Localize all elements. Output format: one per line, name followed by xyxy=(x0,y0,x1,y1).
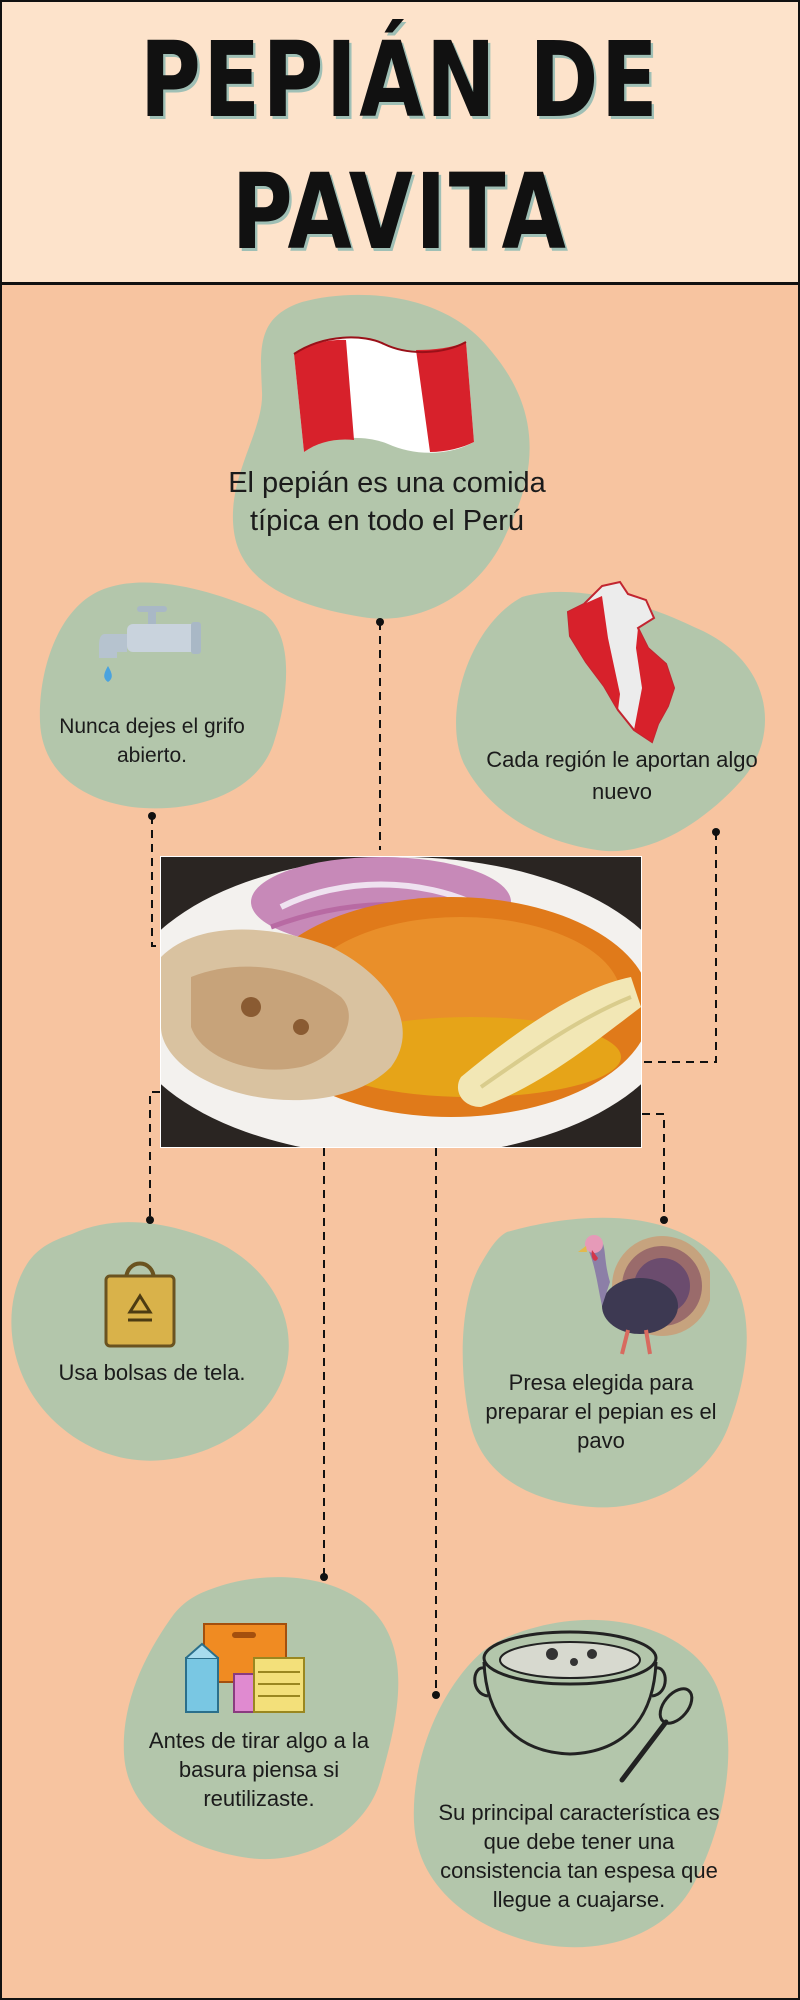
card-bags-text: Usa bolsas de tela. xyxy=(58,1360,246,1385)
peru-map-icon xyxy=(566,580,676,744)
turkey-icon xyxy=(578,1235,710,1355)
blob-reuse xyxy=(123,1577,399,1860)
cloth-bag-icon xyxy=(104,1261,176,1348)
connector-turkey xyxy=(642,1113,665,1220)
connector-tap xyxy=(151,816,162,947)
recycle-boxes-icon xyxy=(185,1623,305,1713)
header-banner: PEPIÁN DE PAVITA xyxy=(2,2,798,285)
connector-lines xyxy=(149,622,717,1695)
card-reuse-text: Antes de tirar algo a la basura piensa s… xyxy=(148,1728,370,1811)
connector-dots xyxy=(146,618,720,1699)
card-tap-text: Nunca dejes el grifo abierto. xyxy=(59,715,245,767)
connector-regions xyxy=(642,832,717,1063)
water-tap-icon xyxy=(99,606,201,682)
card-intro-text: El pepián es una comida típica en todo e… xyxy=(228,467,546,537)
card-turkey-text: Presa elegida para preparar el pepian es… xyxy=(485,1370,717,1453)
pepian-dish-photo xyxy=(160,856,642,1148)
soup-bowl-icon xyxy=(473,1630,694,1783)
card-regions-text: Cada región le aportan algo nuevo xyxy=(486,747,758,804)
card-soup-text: Su principal característica es que debe … xyxy=(438,1800,720,1912)
connector-bags xyxy=(149,1091,160,1220)
page-title: PEPIÁN DE PAVITA xyxy=(139,19,661,273)
blob-regions xyxy=(456,591,766,852)
peru-flag-icon xyxy=(293,336,474,453)
